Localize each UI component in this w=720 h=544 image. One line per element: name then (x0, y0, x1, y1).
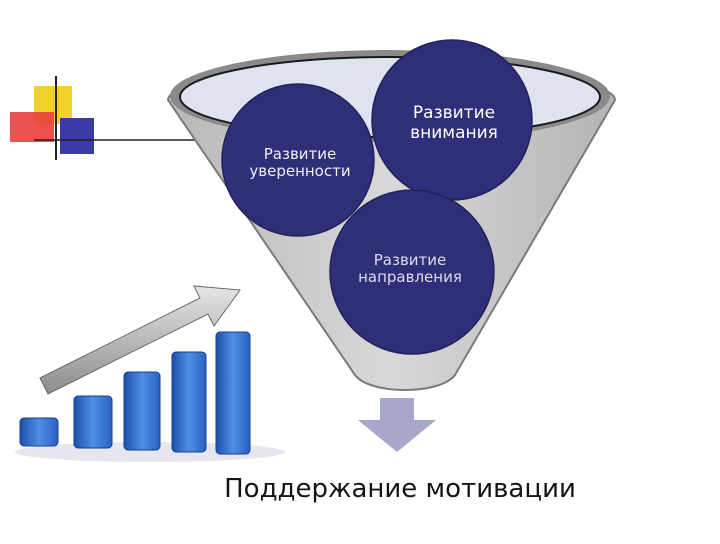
result-caption: Поддержание мотивации (224, 474, 576, 504)
growth-chart-icon (15, 285, 285, 462)
corner-decoration-icon (10, 76, 400, 160)
circle-attention-label: Развитие внимания (410, 103, 498, 143)
circle-confidence-label: Развитие уверенности (249, 145, 351, 181)
down-arrow-icon (358, 398, 436, 452)
circle-direction-label: Развитие направления (358, 251, 462, 287)
circle-direction (329, 189, 495, 355)
circle-confidence (221, 83, 375, 237)
